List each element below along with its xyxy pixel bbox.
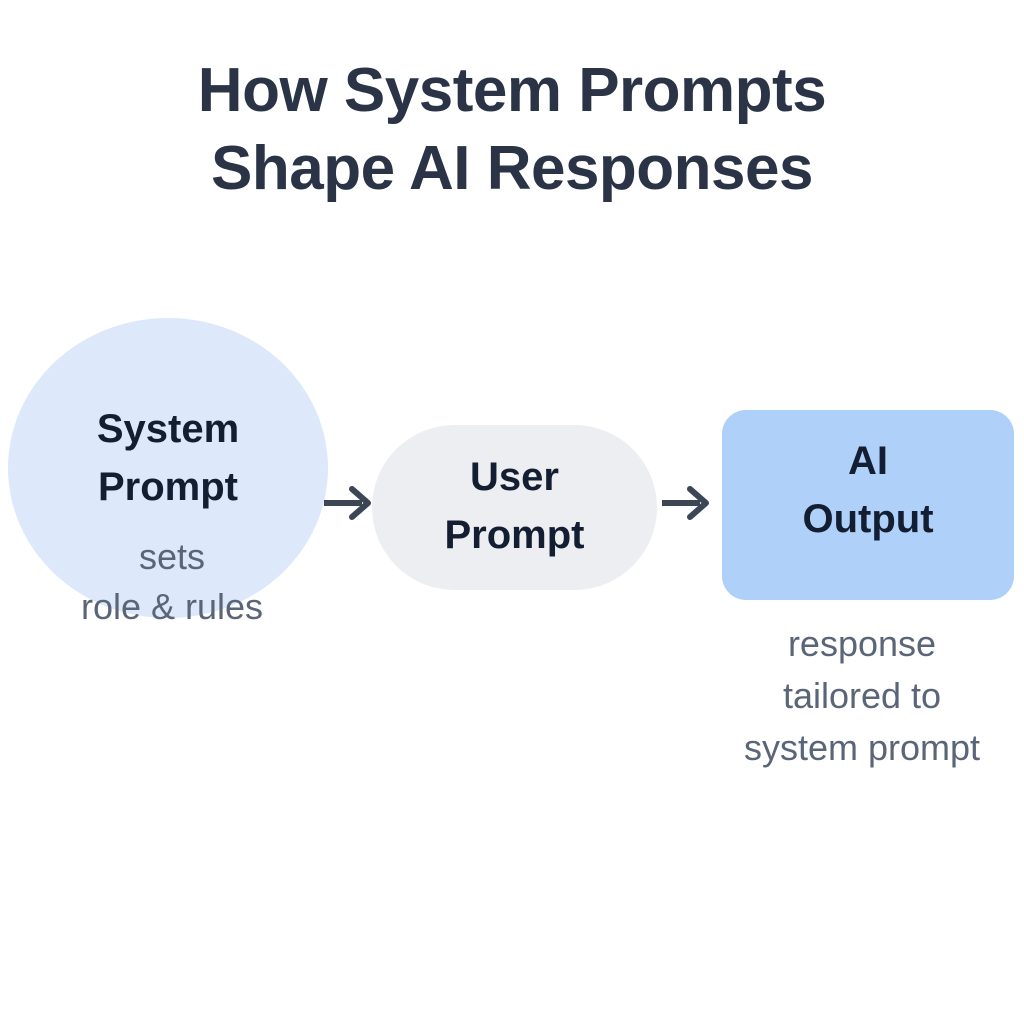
caption-ai-output: response tailored to system prompt (743, 623, 981, 768)
arrow-right-icon (660, 478, 720, 528)
caption-system-prompt: sets role & rules (80, 536, 264, 627)
node-user-prompt[interactable] (372, 425, 657, 590)
flow-diagram: System Prompt sets role & rules User Pro… (0, 300, 1024, 820)
node-system-prompt-label: System Prompt (96, 407, 240, 509)
arrow-right-icon (322, 478, 382, 528)
title-line-1: How System Prompts (197, 56, 827, 125)
node-ai-output-label: AI Output (802, 439, 934, 541)
title-line-2: Shape AI Responses (210, 134, 814, 203)
node-system-prompt[interactable] (8, 318, 328, 618)
page-title: How System Prompts Shape AI Responses (0, 52, 1024, 208)
node-user-prompt-label: User Prompt (444, 455, 585, 557)
node-ai-output[interactable] (722, 410, 1014, 600)
